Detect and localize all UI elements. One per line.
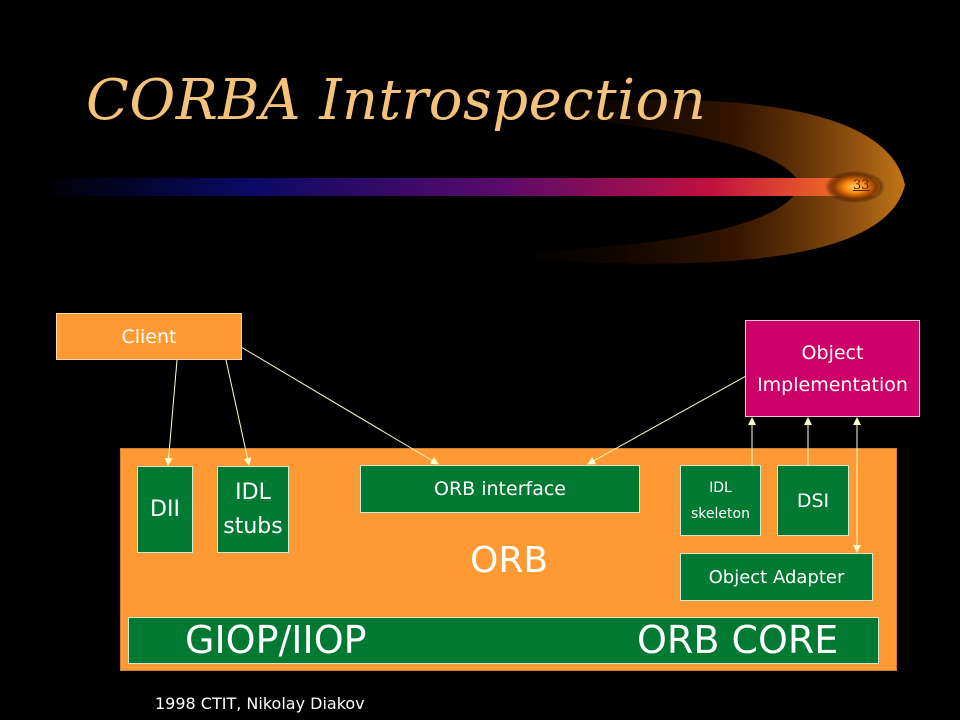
arrow-object-impl-to-orb-interface <box>587 375 747 465</box>
object-adapter-label: Object Adapter <box>708 566 845 588</box>
object-implementation-line-2: Implementation <box>757 373 908 396</box>
idl-stubs-line-1: IDL <box>235 479 271 505</box>
dsi-box: DSI <box>777 465 849 536</box>
idl-skeleton-line-1: IDL <box>709 479 732 496</box>
arrow-client-to-orb-interface <box>240 346 439 465</box>
client-label: Client <box>121 325 177 348</box>
footer-credit: 1998 CTIT, Nikolay Diakov <box>155 694 365 713</box>
idl-stubs-box: IDL stubs <box>217 466 289 553</box>
comet-swoosh-graphic <box>40 99 905 264</box>
idl-skeleton-box: IDL skeleton <box>680 465 761 536</box>
idl-skeleton-line-2: skeleton <box>691 505 750 522</box>
orb-label: ORB <box>470 540 549 581</box>
idl-stubs-line-2: stubs <box>223 513 283 539</box>
arrow-client-to-idl-stubs <box>225 359 252 466</box>
orb-interface-box: ORB interface <box>360 465 640 513</box>
dsi-label: DSI <box>796 489 830 512</box>
orb-core-bar: GIOP/IIOP ORB CORE <box>128 617 879 664</box>
slide-number: 33 <box>853 178 870 193</box>
object-implementation-line-1: Object <box>801 341 864 364</box>
arrow-client-to-dii <box>164 359 178 466</box>
slide-title: CORBA Introspection <box>86 68 707 133</box>
client-box: Client <box>56 313 242 360</box>
dii-label: DII <box>150 497 180 522</box>
object-adapter-box: Object Adapter <box>680 553 873 601</box>
orb-interface-label: ORB interface <box>434 478 566 500</box>
dii-box: DII <box>137 466 193 553</box>
orb-core-label: ORB CORE <box>637 618 839 662</box>
giop-iiop-label: GIOP/IIOP <box>185 618 367 662</box>
object-implementation-box: Object Implementation <box>745 320 920 417</box>
